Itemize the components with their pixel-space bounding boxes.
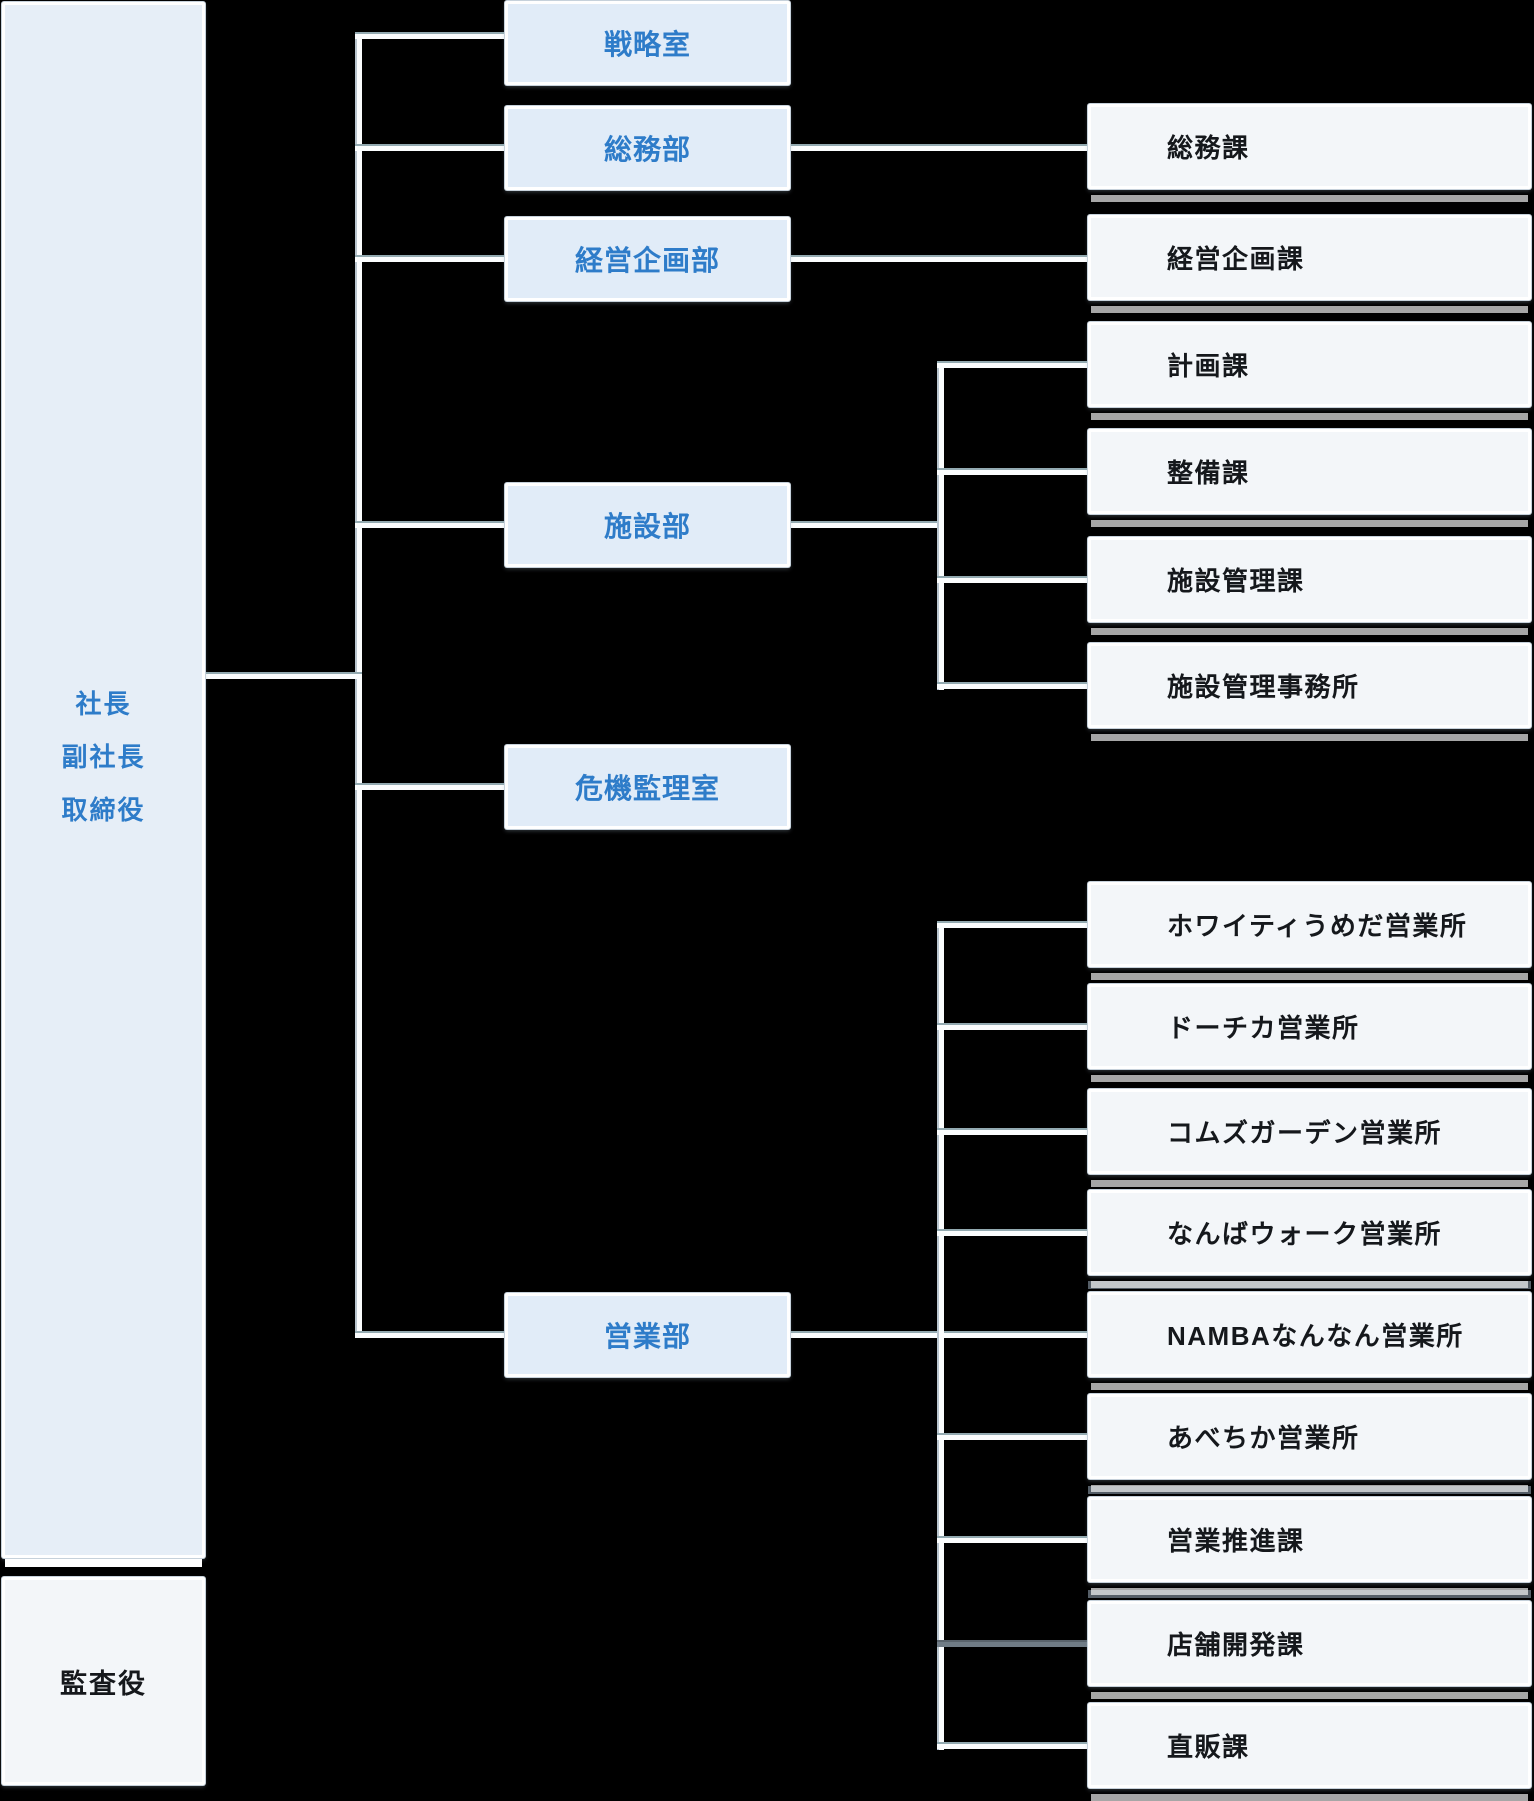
node-label: あべちか営業所 [1167, 1423, 1360, 1453]
node-general-affairs-dept: 総務部 [505, 106, 790, 190]
link-line-general-affairs-section [790, 144, 1088, 151]
node-label: 経営企画課 [1167, 244, 1305, 274]
branch-line-abechika [937, 1433, 1088, 1440]
executives-box: 社長 副社長 取締役 [2, 2, 205, 1567]
node-label: 総務部 [603, 134, 691, 165]
node-comms-garden-sales-office: コムズガーデン営業所 [1088, 1089, 1531, 1187]
node-namba-nannan-sales-office: NAMBAなんなん営業所 [1088, 1292, 1531, 1390]
node-label: 店舗開発課 [1167, 1630, 1305, 1660]
node-strategy-office: 戦略室 [505, 1, 790, 85]
branch-line-facilities-dept [355, 521, 505, 528]
branch-line-direct-sales [937, 1742, 1088, 1749]
node-label: 営業部 [603, 1321, 691, 1352]
node-label: 施設管理課 [1167, 566, 1305, 596]
branch-line-corporate-planning-dept [355, 255, 505, 262]
node-planning-section: 計画課 [1088, 322, 1531, 420]
node-label: 直販課 [1167, 1732, 1250, 1762]
auditor-label: 監査役 [60, 1668, 147, 1699]
branch-line-store-development [937, 1640, 1088, 1647]
node-label: 営業推進課 [1167, 1526, 1305, 1556]
link-line-corporate-planning-section [790, 255, 1088, 262]
node-direct-sales-section: 直販課 [1088, 1703, 1531, 1801]
branch-line-dochika [937, 1023, 1088, 1030]
node-label: 施設部 [603, 511, 691, 542]
node-whity-umeda-sales-office: ホワイティうめだ営業所 [1088, 882, 1531, 980]
node-label: NAMBAなんなん営業所 [1167, 1321, 1464, 1351]
branch-line-strategy-office [355, 32, 505, 39]
executive-line-president: 社長 [75, 688, 132, 719]
node-label: 戦略室 [603, 29, 691, 60]
branch-line-planning-section [937, 361, 1088, 368]
node-sales-dept: 営業部 [505, 1293, 790, 1377]
node-maintenance-section: 整備課 [1088, 429, 1531, 527]
node-abechika-sales-office: あべちか営業所 [1088, 1394, 1531, 1492]
link-line-facilities-to-trunk [790, 521, 944, 528]
node-label: 整備課 [1167, 458, 1250, 488]
node-store-development-section: 店舗開発課 [1088, 1601, 1531, 1699]
node-dochika-sales-office: ドーチカ営業所 [1088, 984, 1531, 1082]
branch-line-facility-management-office [937, 682, 1088, 689]
node-sales-promotion-section: 営業推進課 [1088, 1497, 1531, 1595]
node-label: ドーチカ営業所 [1167, 1013, 1360, 1043]
auditor-box: 監査役 [2, 1577, 205, 1785]
node-label: 危機監理室 [574, 773, 720, 804]
node-facility-management-office: 施設管理事務所 [1088, 643, 1531, 741]
main-trunk-line [355, 32, 362, 1338]
node-label: 総務課 [1167, 133, 1250, 163]
facilities-children-trunk-line [937, 361, 944, 690]
node-namba-walk-sales-office: なんばウォーク営業所 [1088, 1190, 1531, 1288]
node-label: 経営企画部 [574, 245, 720, 276]
node-label: なんばウォーク営業所 [1167, 1219, 1443, 1249]
branch-line-sales-dept [355, 1331, 505, 1338]
node-crisis-management-office: 危機監理室 [505, 745, 790, 829]
node-label: 計画課 [1167, 351, 1250, 381]
node-facility-management-section: 施設管理課 [1088, 537, 1531, 635]
branch-line-general-affairs-dept [355, 144, 505, 151]
branch-line-whity-umeda [937, 921, 1088, 928]
executive-connector-line [205, 672, 362, 679]
node-general-affairs-section: 総務課 [1088, 104, 1531, 202]
branch-line-crisis-management-office [355, 783, 505, 790]
node-label: コムズガーデン営業所 [1167, 1118, 1443, 1148]
executives-label: 社長 副社長 取締役 [61, 684, 145, 877]
node-corporate-planning-dept: 経営企画部 [505, 217, 790, 301]
node-corporate-planning-section: 経営企画課 [1088, 215, 1531, 313]
branch-line-namba-walk [937, 1229, 1088, 1236]
node-label: ホワイティうめだ営業所 [1167, 911, 1468, 941]
branch-line-facility-management-section [937, 576, 1088, 583]
executive-line-director: 取締役 [61, 794, 146, 825]
sales-children-trunk-line [937, 921, 944, 1750]
branch-line-sales-promotion [937, 1536, 1088, 1543]
executive-line-vice-president: 副社長 [61, 741, 146, 772]
node-facilities-dept: 施設部 [505, 483, 790, 567]
node-label: 施設管理事務所 [1167, 672, 1360, 702]
branch-line-maintenance-section [937, 468, 1088, 475]
branch-line-comms-garden [937, 1128, 1088, 1135]
